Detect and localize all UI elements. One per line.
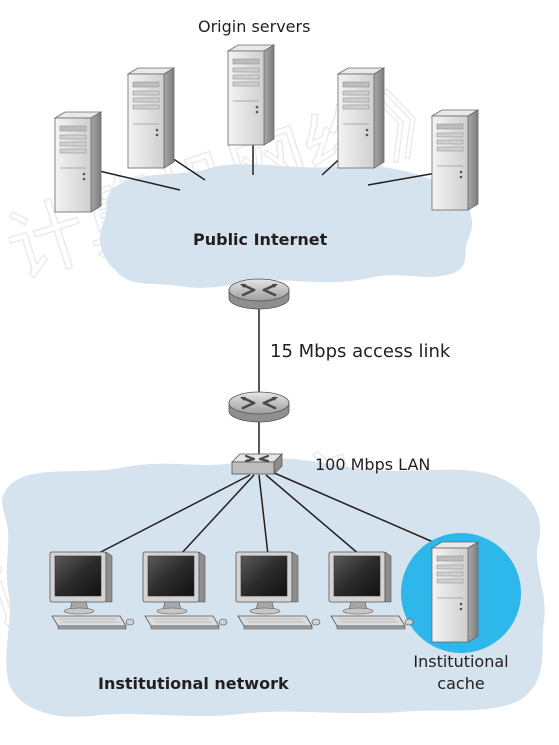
origin-server-2: server-icon [127,67,175,169]
public-internet-cloud [99,164,473,288]
institutional-cache-label: Institutional cache [396,651,526,695]
lan-switch-icon [230,452,284,476]
origin-server-1: server-icon [54,111,102,213]
origin-server-3: server-icon [227,44,275,146]
institutional-router-icon [227,390,291,424]
institutional-cache-label-line1: Institutional [413,652,509,671]
institutional-network-label: Institutional network [98,674,289,693]
origin-servers-label: Origin servers [198,17,311,36]
origin-server-4: server-icon [337,67,385,169]
internet-router-icon [227,277,291,311]
origin-server-5: server-icon [431,109,479,211]
institutional-cache-label-line2: cache [437,674,485,693]
lan-label: 100 Mbps LAN [315,455,431,474]
public-internet-label: Public Internet [193,230,328,249]
institutional-cache-server-icon [431,541,479,643]
access-link-label: 15 Mbps access link [270,341,451,362]
